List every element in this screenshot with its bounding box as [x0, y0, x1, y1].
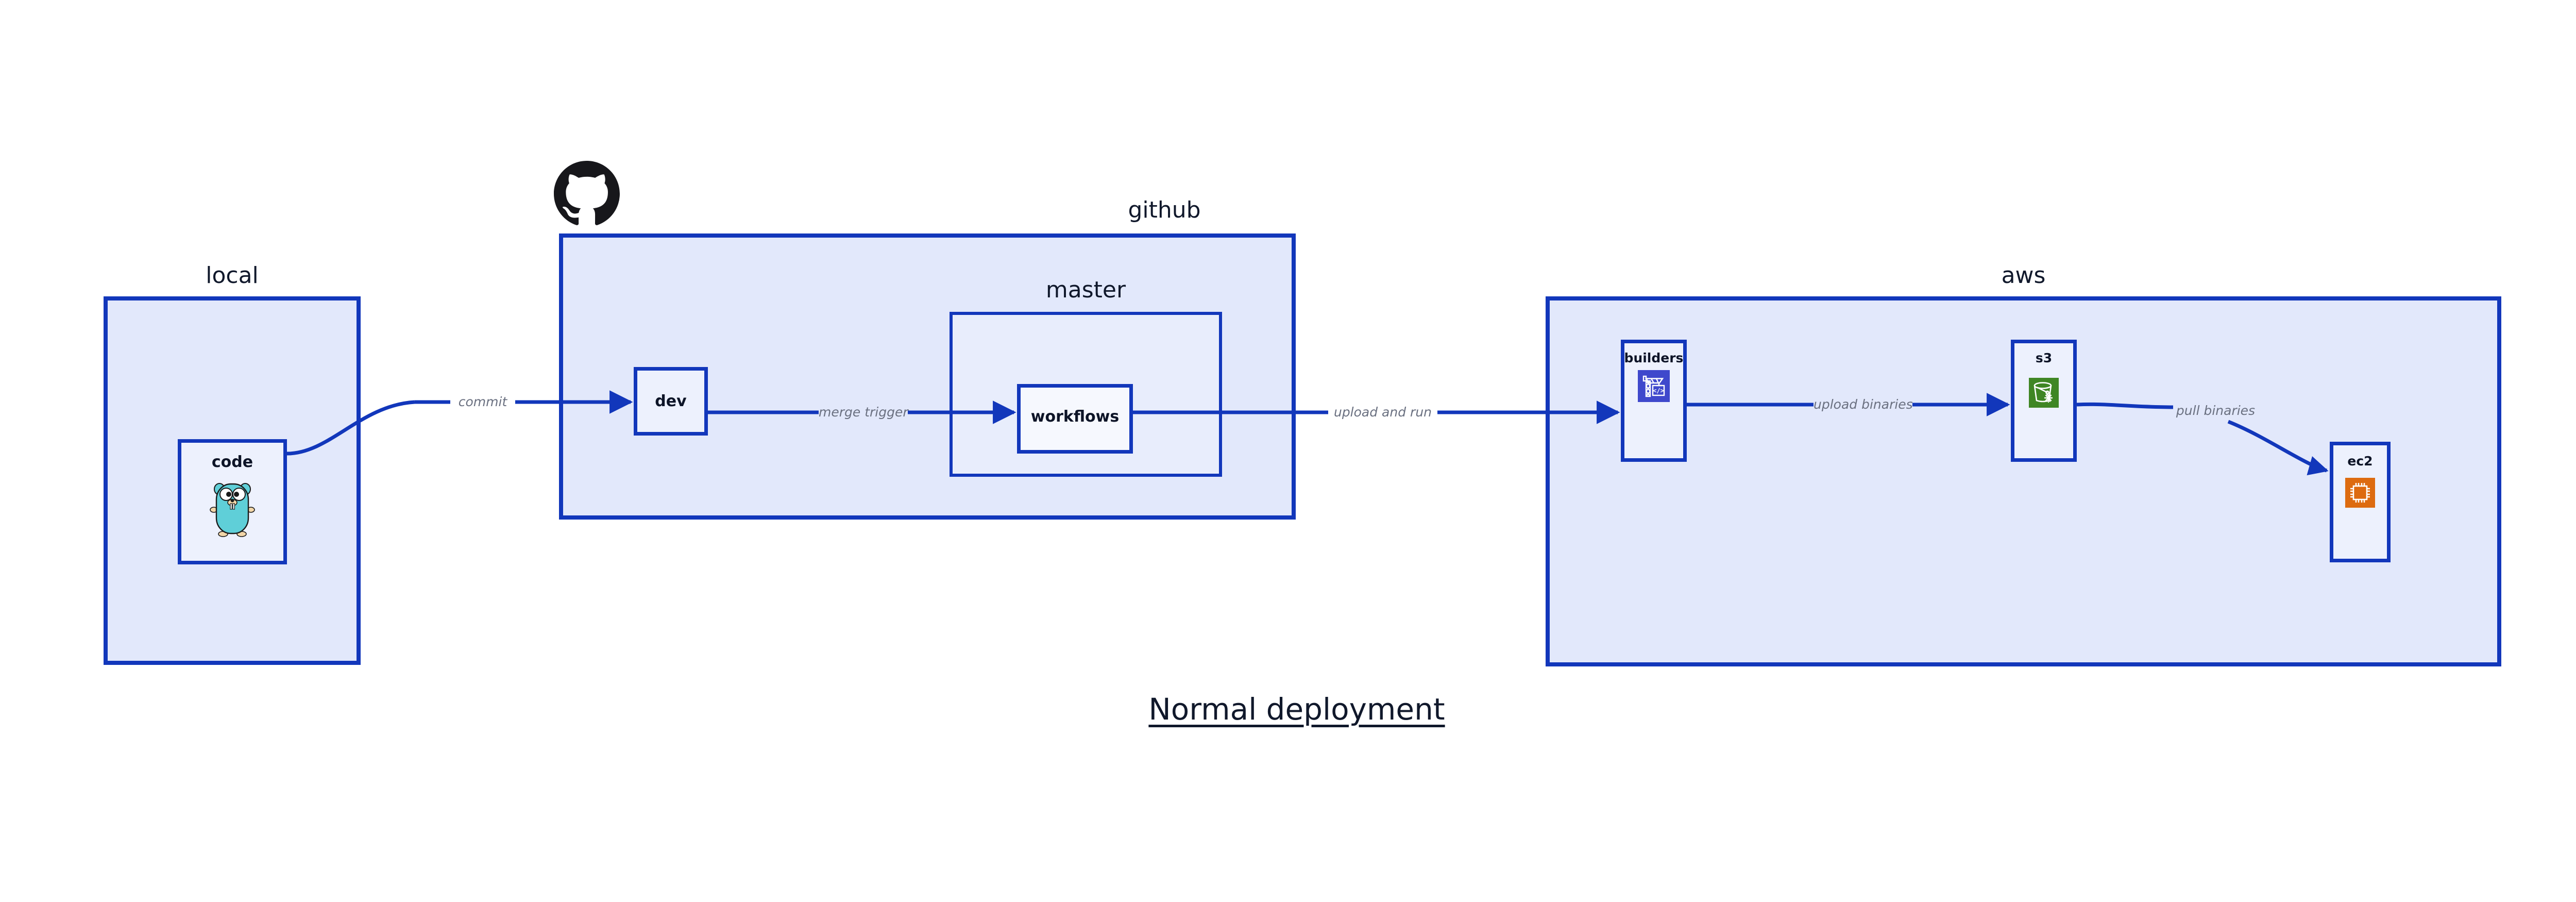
node-ec2-label: ec2 [2347, 454, 2373, 469]
diagram-caption: Normal deployment [1148, 692, 1445, 727]
edge-label-commit: commit [458, 394, 507, 409]
node-s3-label: s3 [2035, 350, 2053, 365]
group-local-title: local [206, 262, 259, 289]
group-github-title: github [1128, 197, 1201, 223]
edge-label-upload-binaries: upload binaries [1814, 397, 1913, 412]
edge-label-pull-binaries: pull binaries [2176, 403, 2256, 418]
aws-s3-glacier-bucket-icon [2011, 378, 2077, 408]
github-octocat-logo [554, 161, 620, 229]
edge-label-merge-trigger: merge trigger [819, 405, 908, 420]
node-workflows-label: workflows [1030, 408, 1120, 426]
go-gopher-icon [178, 477, 287, 538]
svg-text:</>: </> [1653, 387, 1664, 394]
aws-codebuild-crane-icon: </> [1621, 370, 1687, 402]
edge-label-upload-and-run: upload and run [1333, 405, 1432, 420]
node-dev[interactable] [634, 367, 708, 436]
node-dev-label: dev [655, 392, 687, 410]
group-master-title: master [1045, 277, 1126, 303]
aws-ec2-chip-icon [2330, 478, 2391, 508]
group-aws-title: aws [2001, 262, 2046, 289]
node-workflows[interactable] [1017, 384, 1133, 454]
node-code-label: code [211, 453, 253, 471]
node-builders-label: builders [1624, 350, 1684, 365]
